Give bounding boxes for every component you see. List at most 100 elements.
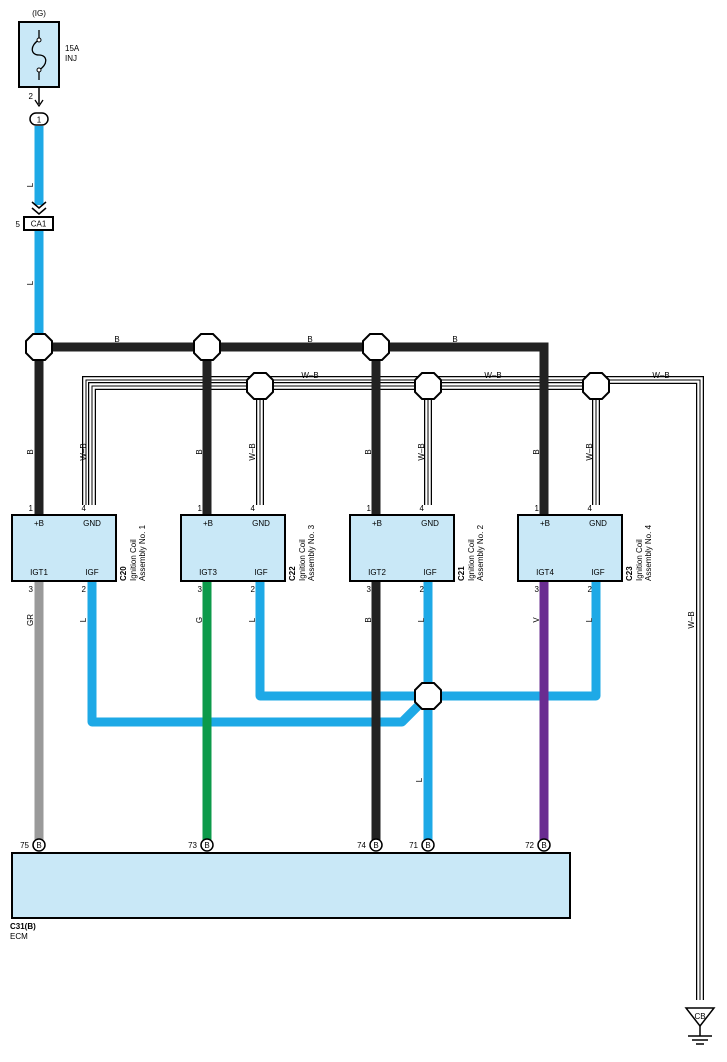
wire-label-plus_b: B [364, 449, 373, 454]
wire-label-w-b-bus-2: W–B [484, 371, 501, 380]
coil-pin-pin_gnd: 4 [82, 504, 87, 513]
coil-terminal-label_gnd: GND [83, 519, 101, 528]
coil-pin-pin_plus_b: 1 [535, 504, 540, 513]
coil-name-line1: Ignition Coil [635, 539, 644, 581]
ecm-pin-number: 74 [357, 841, 366, 850]
coil-pin-pin_igt: 3 [535, 585, 540, 594]
wire-label-igf-common: L [415, 777, 424, 782]
coil-name-line2: Assembly No. 2 [476, 524, 485, 581]
coil-connector: C20 [119, 566, 128, 581]
ecm-pin-letter: B [425, 841, 430, 850]
wire-label-igt: GR [26, 614, 35, 626]
fuse-rating: 15A [65, 44, 80, 53]
ecm-connector: C31(B) [10, 922, 36, 931]
ecm-pin-letter: B [373, 841, 378, 850]
coil-pin-pin_gnd: 4 [588, 504, 593, 513]
fuse-pin-number: 2 [29, 92, 34, 101]
connector-chevron [31, 201, 47, 215]
coil-pin-pin_igf: 2 [588, 585, 593, 594]
wire-label-w-b-bus-3: W–B [652, 371, 669, 380]
ground-symbol [684, 1007, 716, 1045]
ecm-pin-number: 72 [525, 841, 534, 850]
coil-pin-pin_igt: 3 [29, 585, 34, 594]
ecm-pin-letter: B [541, 841, 546, 850]
coil-name-line1: Ignition Coil [298, 539, 307, 581]
coil-pin-pin_igf: 2 [420, 585, 425, 594]
coil-box [180, 514, 286, 582]
fuse-symbol [31, 30, 47, 80]
wire-label-b-bus-2: B [307, 335, 312, 344]
coil-pin-pin_plus_b: 1 [198, 504, 203, 513]
igf-common-bus [87, 581, 601, 840]
coil-terminal-label_gnd: GND [252, 519, 270, 528]
wire-label-l-2: L [26, 280, 35, 285]
ecm-pin-letter: B [36, 841, 41, 850]
coil-pin-pin_plus_b: 1 [367, 504, 372, 513]
coil-name-line2: Assembly No. 3 [307, 524, 316, 581]
coil-terminal-label_gnd: GND [589, 519, 607, 528]
coil-pin-pin_igf: 2 [251, 585, 256, 594]
wire-label-gnd: W–B [417, 443, 426, 460]
wire-label-gnd: W–B [79, 443, 88, 460]
wire-label-plus_b: B [195, 449, 204, 454]
wire-label-igt: B [364, 617, 373, 622]
ig-source-label: (IG) [32, 9, 46, 18]
ca1-pin-number: 5 [16, 220, 21, 229]
coil-pin-pin_igf: 2 [82, 585, 87, 594]
wire-label-b-bus-1: B [114, 335, 119, 344]
ecm-pin-marker [369, 838, 383, 852]
junction-connector-1 [29, 112, 49, 126]
ecm-pin-number: 75 [20, 841, 29, 850]
coil-terminal-label_plus_b: +B [203, 519, 213, 528]
coil-connector: C21 [457, 566, 466, 581]
wire-label-gnd: W–B [585, 443, 594, 460]
junction-pin-number: 1 [37, 116, 42, 125]
coil-pin-pin_gnd: 4 [420, 504, 425, 513]
wire-label-gnd: W–B [248, 443, 257, 460]
coil-name-line1: Ignition Coil [467, 539, 476, 581]
coil-terminal-label_igt: IGT2 [368, 568, 386, 577]
ecm-name: ECM [10, 932, 28, 941]
wire-label-plus_b: B [26, 449, 35, 454]
coil-box [517, 514, 623, 582]
coil-terminal-label_igf: IGF [591, 568, 604, 577]
splice-points [25, 333, 610, 710]
wire-label-igt: G [195, 617, 204, 623]
coil-terminal-label_igt: IGT3 [199, 568, 217, 577]
ground-label: CB [694, 1012, 705, 1021]
coil-pin-pin_igt: 3 [198, 585, 203, 594]
coil-terminal-label_plus_b: +B [34, 519, 44, 528]
ecm-pin-letter: B [204, 841, 209, 850]
coil-box [349, 514, 455, 582]
ecm-pin-marker [537, 838, 551, 852]
fuse-name: INJ [65, 54, 77, 63]
ca1-connector [23, 216, 54, 231]
coil-terminal-label_igf: IGF [254, 568, 267, 577]
ecm-pin-marker [421, 838, 435, 852]
coil-terminal-label_plus_b: +B [540, 519, 550, 528]
wire-label-plus_b: B [532, 449, 541, 454]
coil-terminal-label_igf: IGF [423, 568, 436, 577]
coil-terminal-label_gnd: GND [421, 519, 439, 528]
ecm-pin-number: 73 [188, 841, 197, 850]
wire-label-l-1: L [26, 182, 35, 187]
ecm-pin-marker [32, 838, 46, 852]
ecm-box [11, 852, 571, 919]
coil-connector: C22 [288, 566, 297, 581]
ecm-pin-number: 71 [409, 841, 418, 850]
coil-terminal-label_igt: IGT4 [536, 568, 554, 577]
wire-label-ground: W–B [687, 611, 696, 628]
coil-pin-pin_igt: 3 [367, 585, 372, 594]
wire-label-igf: L [79, 617, 88, 622]
w-b-ground-bus [82, 376, 704, 1000]
b-power-bus [39, 342, 549, 515]
ca1-connector-name: CA1 [31, 220, 47, 229]
coil-connector: C23 [625, 566, 634, 581]
coil-box [11, 514, 117, 582]
wire-label-igf: L [585, 617, 594, 622]
wire-label-w-b-bus-1: W–B [301, 371, 318, 380]
